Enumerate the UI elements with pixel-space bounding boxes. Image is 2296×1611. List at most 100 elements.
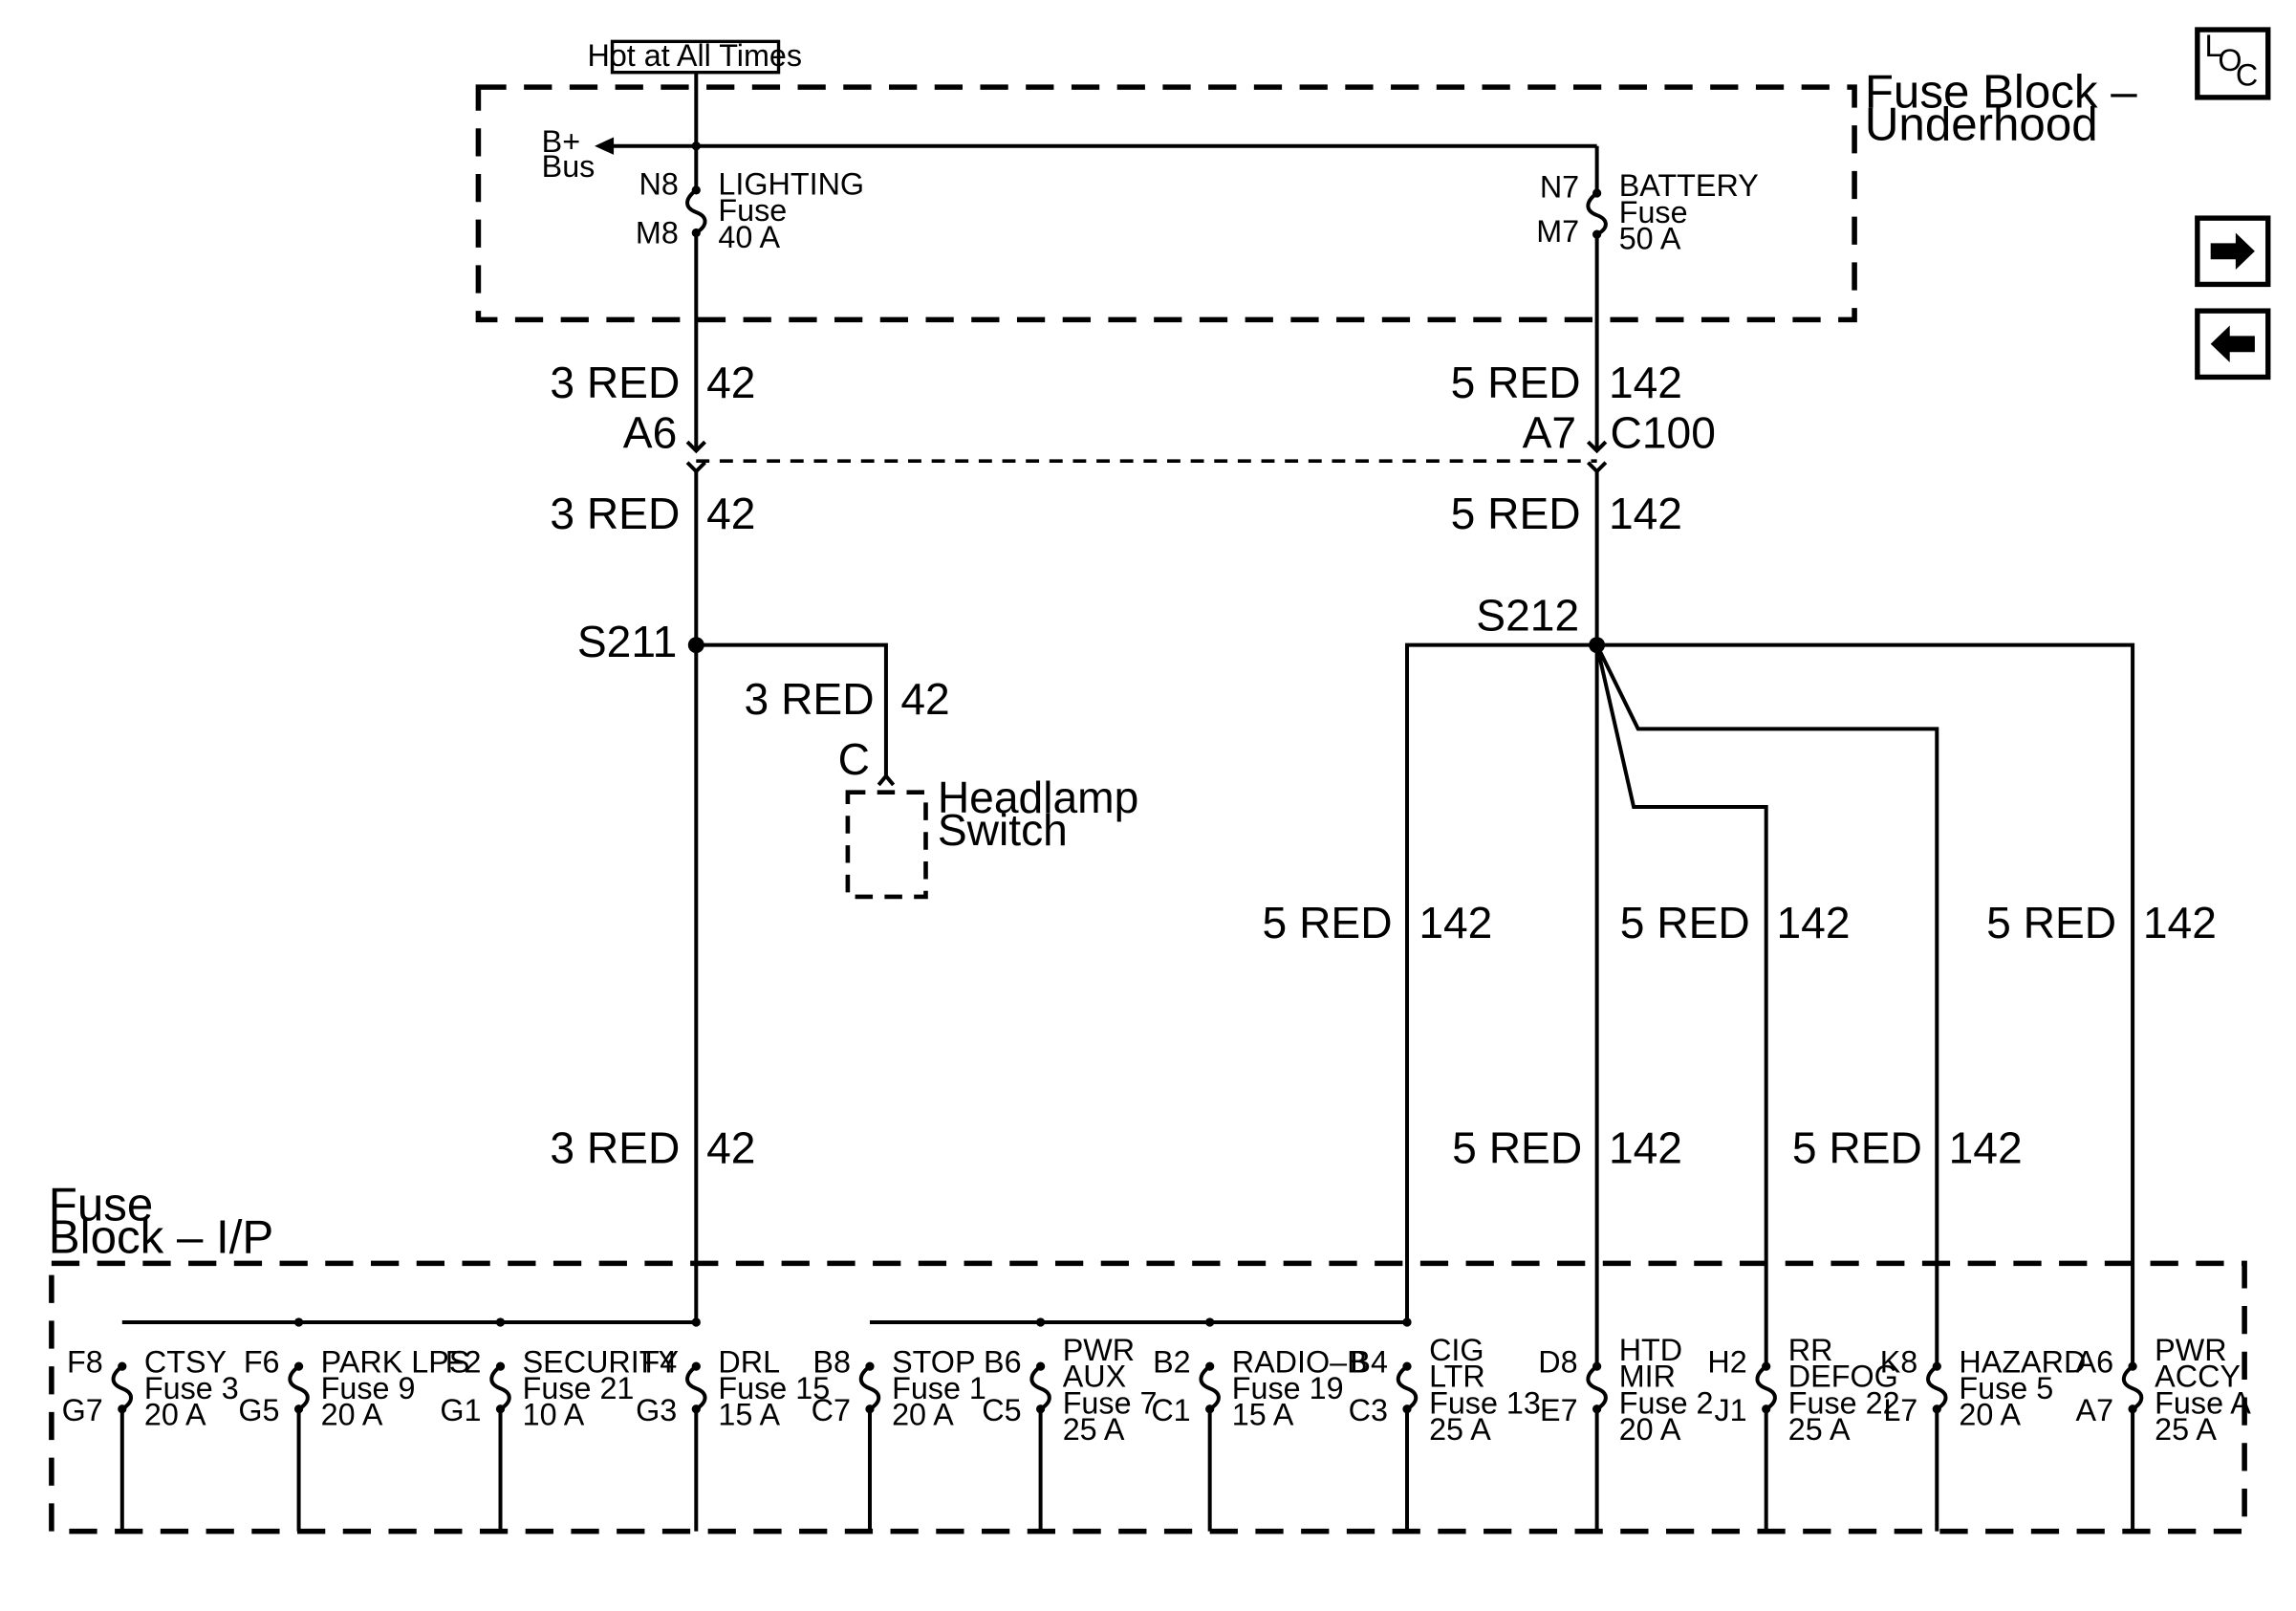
ip-fuse-pin-in: D8: [1538, 1344, 1577, 1379]
wire-color-142-cig: 5 RED: [1263, 898, 1393, 947]
loc-letter-o: O: [2218, 43, 2242, 77]
bus-label-line1: B+: [542, 124, 580, 159]
circuit-number-42-branch: 42: [900, 674, 949, 724]
ip-fuse-label-line: HAZARD: [1959, 1344, 2086, 1379]
ip-fuse-label-line: MIR: [1619, 1360, 1676, 1394]
wire-color-42-branch: 3 RED: [745, 674, 875, 724]
ip-fuse-pin-in: A6: [2076, 1344, 2114, 1379]
ip-fuse-label-line: 25 A: [1788, 1412, 1851, 1447]
ip-fuse-label-line: Fuse 19: [1232, 1371, 1344, 1405]
ip-fuse-label-line: Fuse 13: [1429, 1385, 1541, 1420]
ip-fuse-pin-in: H2: [1707, 1344, 1746, 1379]
lighting-fuse-name: LIGHTING: [718, 167, 864, 202]
wire-color-142-mid: 5 RED: [1451, 489, 1581, 538]
ip-fuse-label-line: 20 A: [892, 1398, 954, 1432]
ip-fuse-label-line: PWR: [2155, 1333, 2226, 1367]
arrow-right-icon: [2210, 232, 2255, 271]
ip-fuse-pin-out: C1: [1151, 1393, 1190, 1427]
ip-fuse-label-line: 25 A: [1063, 1412, 1125, 1447]
battery-fuse: N7 M7 BATTERY Fuse 50 A: [1536, 145, 1759, 255]
ip-fuse-label-line: STOP: [892, 1344, 975, 1379]
ip-fuse-label-line: HTD: [1619, 1333, 1682, 1367]
wire-color-42-mid: 3 RED: [550, 489, 680, 538]
arrow-left-icon: [2210, 325, 2255, 363]
ip-block-outline: [49, 1260, 2247, 1535]
ip-fuse-pin-out: G5: [238, 1393, 279, 1427]
battery-fuse-kind: Fuse: [1619, 195, 1688, 229]
lighting-fuse: N8 M8 LIGHTING Fuse 40 A: [636, 145, 864, 254]
ip-fuse-pin-in: F6: [244, 1344, 280, 1379]
underhood-title-line2: Underhood: [1865, 98, 2098, 151]
headlamp-switch: [845, 790, 928, 900]
loc-letter-c: C: [2236, 58, 2258, 93]
ip-fuse-pin-out: J1: [1715, 1393, 1747, 1427]
underhood-block-outline: [475, 84, 1857, 323]
circuit-number-42-mid: 42: [706, 489, 755, 538]
ip-fuse-label-line: Fuse 21: [523, 1371, 635, 1405]
ip-fuse-label-line: 25 A: [2155, 1412, 2217, 1447]
ip-fuse-pin-out: C3: [1349, 1393, 1388, 1427]
wire-color-142-accy: 5 RED: [1986, 898, 2116, 947]
ip-fuse-label-line: 20 A: [321, 1398, 383, 1432]
power-source-label: Hot at All Times: [587, 38, 802, 73]
ip-fuse-label-line: LTR: [1429, 1360, 1485, 1394]
ip-fuse-label-line: AUX: [1063, 1360, 1126, 1394]
circuit-number-142-defog: 142: [1776, 898, 1850, 947]
lighting-pin-in: N8: [639, 167, 678, 202]
battery-pin-in: N7: [1540, 170, 1579, 205]
ip-fuse-pin-in: B4: [1350, 1344, 1388, 1379]
circuit-number-42-lower: 42: [706, 1123, 755, 1173]
ip-fuse-pin-out: A7: [2076, 1393, 2114, 1427]
ip-fuse-label-line: 15 A: [718, 1398, 780, 1432]
wire-color-42-upper: 3 RED: [550, 358, 680, 407]
splice-s212-label: S212: [1476, 590, 1579, 640]
underhood-fuse-block: Fuse Block – Underhood B+ Bus N8 M8 LIGH…: [475, 66, 2137, 323]
ip-fuse-label-line: DRL: [718, 1344, 780, 1379]
ip-fuse-pin-out: L7: [1883, 1393, 1917, 1427]
circuit-number-42-upper: 42: [706, 358, 755, 407]
battery-pin-out: M7: [1536, 214, 1579, 249]
lighting-fuse-kind: Fuse: [718, 193, 787, 228]
ip-fuse-label-line: RADIO–B: [1232, 1344, 1368, 1379]
bus-label-line2: Bus: [542, 149, 596, 184]
ip-fuse-label-line: Fuse 3: [144, 1371, 239, 1405]
ip-fuse-label-line: 15 A: [1232, 1398, 1294, 1432]
loc-button[interactable]: L O C: [2195, 27, 2271, 100]
wire-color-142-upper: 5 RED: [1451, 358, 1581, 407]
prev-page-button[interactable]: [2195, 308, 2271, 381]
wire-color-142-mir: 5 RED: [1452, 1123, 1582, 1173]
switch-pin-c: C: [838, 734, 870, 784]
ip-fuse-pin-out: E7: [1540, 1393, 1578, 1427]
ip-fuse-pin-in: F4: [641, 1344, 678, 1379]
lighting-pin-out: M8: [636, 215, 679, 250]
ip-fuse-pin-out: G3: [636, 1393, 677, 1427]
ip-fuse-label-line: 25 A: [1429, 1412, 1491, 1447]
headlamp-switch-label-line2: Switch: [938, 805, 1068, 855]
ip-fuse-label-line: Fuse A: [2155, 1385, 2251, 1420]
ip-fuse-pin-out: G7: [62, 1393, 103, 1427]
ip-fuse-pin-out: C7: [812, 1393, 851, 1427]
headlamp-switch-label-line1: Headlamp: [938, 773, 1139, 822]
circuit-number-142-accy: 142: [2143, 898, 2217, 947]
circuit-number-142-mir: 142: [1609, 1123, 1682, 1173]
ip-fuse-label-line: 10 A: [523, 1398, 585, 1432]
wire-color-142-defog: 5 RED: [1620, 898, 1750, 947]
ip-fuse-label-line: Fuse 22: [1788, 1385, 1900, 1420]
ip-fuse-label-line: CTSY: [144, 1344, 227, 1379]
next-page-button[interactable]: [2195, 215, 2271, 288]
ip-fuse-label-line: 20 A: [144, 1398, 206, 1432]
circuit-number-142-upper: 142: [1609, 358, 1682, 407]
ip-fuse-label-line: 20 A: [1959, 1398, 2021, 1432]
power-source: Hot at All Times: [587, 38, 802, 75]
